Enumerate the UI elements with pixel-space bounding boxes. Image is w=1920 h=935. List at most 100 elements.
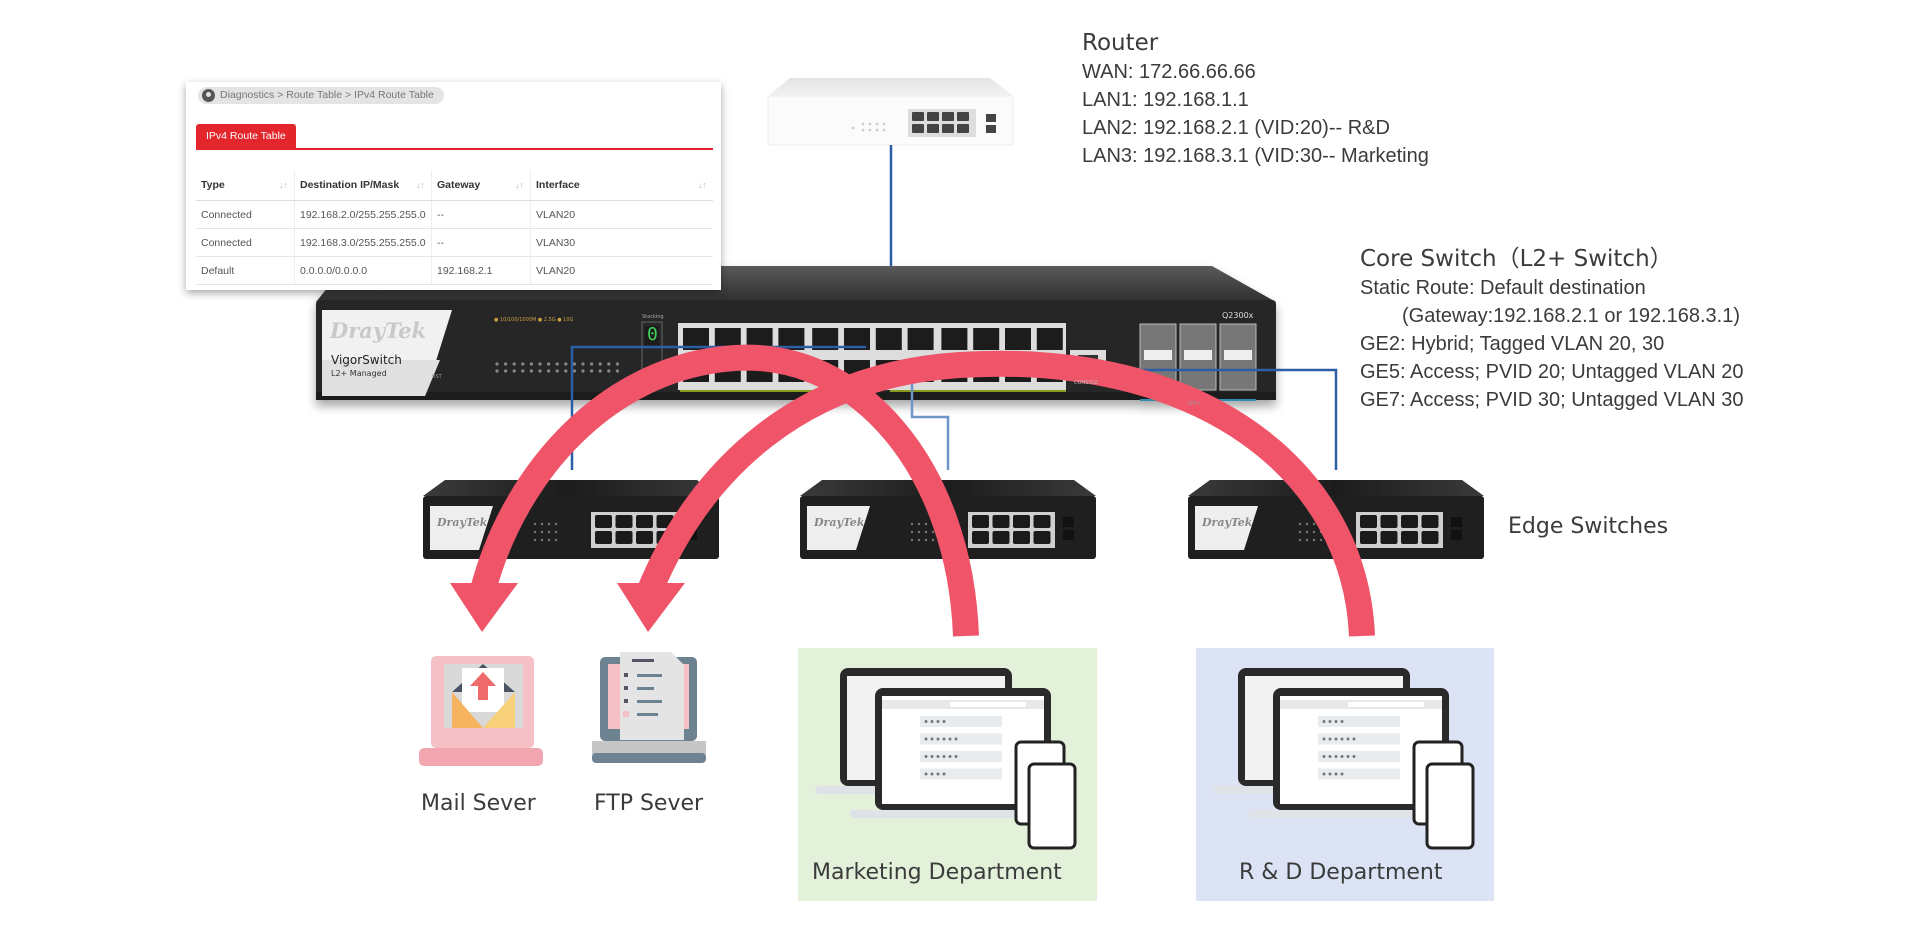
status-led bbox=[521, 369, 525, 373]
status-led bbox=[598, 369, 602, 373]
rj45-port bbox=[683, 328, 709, 350]
static-route: Static Route: Default destination bbox=[1360, 277, 1646, 299]
status-led bbox=[607, 369, 611, 373]
status-led bbox=[495, 369, 499, 373]
router-lan1: LAN1: 192.168.1.1 bbox=[1082, 89, 1249, 111]
ftp-server-icon bbox=[592, 652, 706, 763]
rj45-port bbox=[1036, 328, 1063, 350]
status-led bbox=[555, 362, 559, 366]
cell-destination: 192.168.2.0/255.255.255.0 bbox=[294, 200, 432, 229]
cell-destination: 192.168.3.0/255.255.255.0 bbox=[294, 228, 432, 257]
status-led bbox=[540, 530, 544, 534]
sfp-label: SFP+ bbox=[1188, 401, 1202, 407]
rj45-port bbox=[1421, 515, 1439, 528]
header-label: Type bbox=[201, 179, 225, 191]
status-led bbox=[910, 538, 914, 542]
status-led bbox=[554, 538, 558, 542]
status-led bbox=[598, 362, 602, 366]
column-header-destination[interactable]: Destination IP/Mask↓↑ bbox=[294, 170, 432, 201]
sort-icon[interactable]: ↓↑ bbox=[515, 180, 524, 190]
mail-arrowhead bbox=[450, 583, 518, 632]
status-led bbox=[538, 362, 542, 366]
tab-ipv4-route-table[interactable]: IPv4 Route Table bbox=[196, 124, 296, 148]
sort-icon[interactable]: ↓↑ bbox=[416, 180, 425, 190]
status-led bbox=[581, 362, 585, 366]
ge5-config: GE5: Access; PVID 20; Untagged VLAN 20 bbox=[1360, 361, 1744, 383]
status-led bbox=[1298, 530, 1302, 534]
rj45-port bbox=[1033, 515, 1051, 528]
status-led bbox=[590, 362, 594, 366]
status-led bbox=[931, 530, 935, 534]
traffic-arrows bbox=[470, 344, 1375, 637]
status-led bbox=[533, 530, 537, 534]
status-led bbox=[917, 538, 921, 542]
router-lan2: LAN2: 192.168.2.1 (VID:20)-- R&D bbox=[1082, 117, 1390, 139]
status-led bbox=[1312, 530, 1316, 534]
arrowheads bbox=[450, 583, 685, 632]
status-led bbox=[512, 369, 516, 373]
status-led bbox=[495, 362, 499, 366]
status-led bbox=[1312, 538, 1316, 542]
header-label: Interface bbox=[536, 179, 580, 191]
core-model-label: Q2300x bbox=[1222, 311, 1254, 320]
rst-label: RST bbox=[432, 374, 442, 380]
static-route-gateway: (Gateway:192.168.2.1 or 192.168.3.1) bbox=[1402, 305, 1741, 327]
rj45-port bbox=[615, 531, 633, 544]
router-info: Router WAN: 172.66.66.66 LAN1: 192.168.1… bbox=[1082, 28, 1429, 170]
rj45-port bbox=[1360, 515, 1377, 528]
rj45-port bbox=[941, 328, 968, 350]
mail-server-label: Mail Sever bbox=[421, 791, 536, 816]
edge-brand-logo: DrayTek bbox=[1202, 516, 1253, 529]
router-device bbox=[767, 78, 1014, 146]
status-led bbox=[547, 522, 551, 526]
rj45-port bbox=[714, 328, 741, 350]
status-led bbox=[564, 369, 568, 373]
status-led bbox=[533, 538, 537, 542]
core-product-subtitle: L2+ Managed bbox=[331, 369, 387, 378]
department-devices-icon bbox=[815, 668, 1077, 850]
tab-label: IPv4 Route Table bbox=[206, 130, 286, 142]
cell-gateway: -- bbox=[431, 200, 531, 229]
status-led bbox=[554, 522, 558, 526]
status-led bbox=[1305, 530, 1309, 534]
table-row: Default 0.0.0.0/0.0.0.0 192.168.2.1 VLAN… bbox=[196, 256, 713, 285]
status-led bbox=[910, 530, 914, 534]
status-led bbox=[547, 538, 551, 542]
column-header-gateway[interactable]: Gateway↓↑ bbox=[431, 170, 531, 201]
rj45-port bbox=[636, 531, 653, 544]
sort-icon[interactable]: ↓↑ bbox=[698, 180, 707, 190]
column-header-interface[interactable]: Interface ↓↑ bbox=[530, 170, 713, 201]
tab-underline bbox=[196, 148, 713, 150]
cell-gateway: -- bbox=[431, 228, 531, 257]
rj45-port bbox=[1401, 531, 1418, 544]
status-led bbox=[917, 530, 921, 534]
status-led bbox=[572, 369, 577, 373]
cell-interface: VLAN20 bbox=[530, 256, 713, 285]
status-led bbox=[615, 362, 620, 366]
cell-type: Default bbox=[196, 256, 295, 285]
rj45-port bbox=[1033, 531, 1051, 544]
table-header-row: Type ↓↑ Destination IP/Mask↓↑ Gateway↓↑ I… bbox=[196, 170, 713, 201]
column-header-type[interactable]: Type ↓↑ bbox=[196, 170, 295, 201]
status-led bbox=[564, 362, 568, 366]
edge-brand-logo: DrayTek bbox=[814, 516, 865, 529]
ge7-config: GE7: Access; PVID 30; Untagged VLAN 30 bbox=[1360, 389, 1744, 411]
sort-icon[interactable]: ↓↑ bbox=[279, 180, 288, 190]
status-led bbox=[1298, 522, 1302, 526]
rj45-port bbox=[1013, 531, 1030, 544]
status-led bbox=[581, 369, 585, 373]
status-led bbox=[1298, 538, 1302, 542]
rj45-port bbox=[1360, 531, 1377, 544]
status-led bbox=[1305, 522, 1309, 526]
router-lan3: LAN3: 192.168.3.1 (VID:30-- Marketing bbox=[1082, 145, 1429, 167]
rj45-port bbox=[992, 531, 1010, 544]
rj45-port bbox=[636, 515, 653, 528]
rj45-port bbox=[1421, 531, 1439, 544]
rj45-port bbox=[972, 515, 989, 528]
edge-switch-device bbox=[800, 480, 1096, 559]
location-pin-icon bbox=[202, 89, 215, 102]
core-speed-legend: ● 10/100/1000M ● 2.5G ● 10G bbox=[494, 317, 574, 323]
rj45-port bbox=[907, 328, 934, 350]
status-led bbox=[572, 362, 577, 366]
cell-type: Connected bbox=[196, 228, 295, 257]
